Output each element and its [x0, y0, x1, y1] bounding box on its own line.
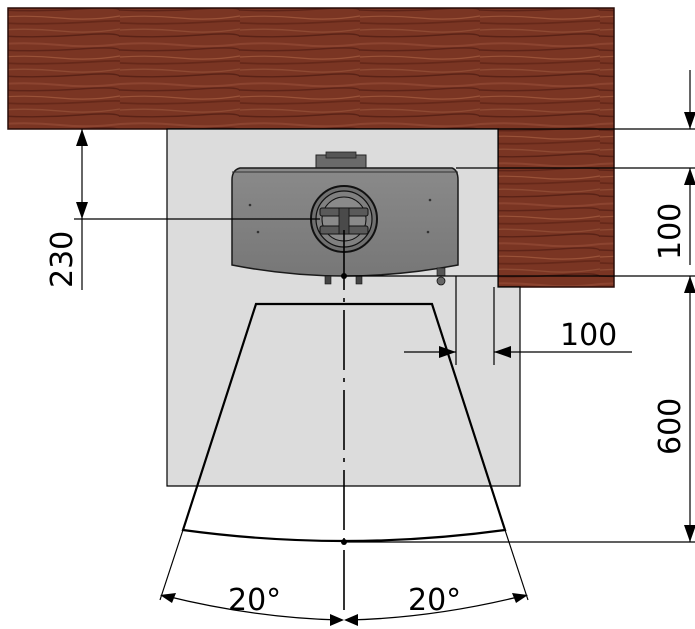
arrow-230-bottom — [76, 202, 88, 219]
stove-details — [248, 198, 432, 234]
arrow-600-top — [684, 276, 695, 293]
arrow-arc-right-outer — [512, 593, 528, 603]
dim-top-clearance — [456, 70, 695, 265]
dim-side-clearance-label: 100 — [560, 318, 617, 353]
arrow-arc-left-outer — [160, 593, 176, 603]
dim-top-clearance-label: 100 — [653, 203, 688, 260]
arrow-arc-right-inner — [344, 614, 358, 626]
angle-left-label: 20° — [228, 583, 281, 618]
dim-front-clearance-label: 600 — [653, 398, 688, 455]
radiation-zone — [181, 302, 507, 543]
angle-ext-left — [159, 529, 184, 601]
arrow-top-2 — [684, 168, 695, 185]
center-point-stove — [341, 273, 347, 279]
arrow-600-bottom — [684, 525, 695, 542]
arrow-230-top — [76, 129, 88, 146]
angle-arc-right — [347, 595, 523, 621]
flue-collar-top — [325, 151, 357, 159]
arrow-side-right — [494, 346, 511, 358]
dim-front-clearance — [346, 275, 695, 543]
arrow-side-left — [439, 346, 456, 358]
arrow-top-1 — [684, 112, 695, 129]
angle-arc-left — [165, 595, 341, 621]
dim-rear-to-wall-label: 230 — [45, 231, 80, 288]
angle-ext-right — [504, 529, 529, 601]
angle-right-label: 20° — [408, 583, 461, 618]
arrow-arc-left-inner — [330, 614, 344, 626]
